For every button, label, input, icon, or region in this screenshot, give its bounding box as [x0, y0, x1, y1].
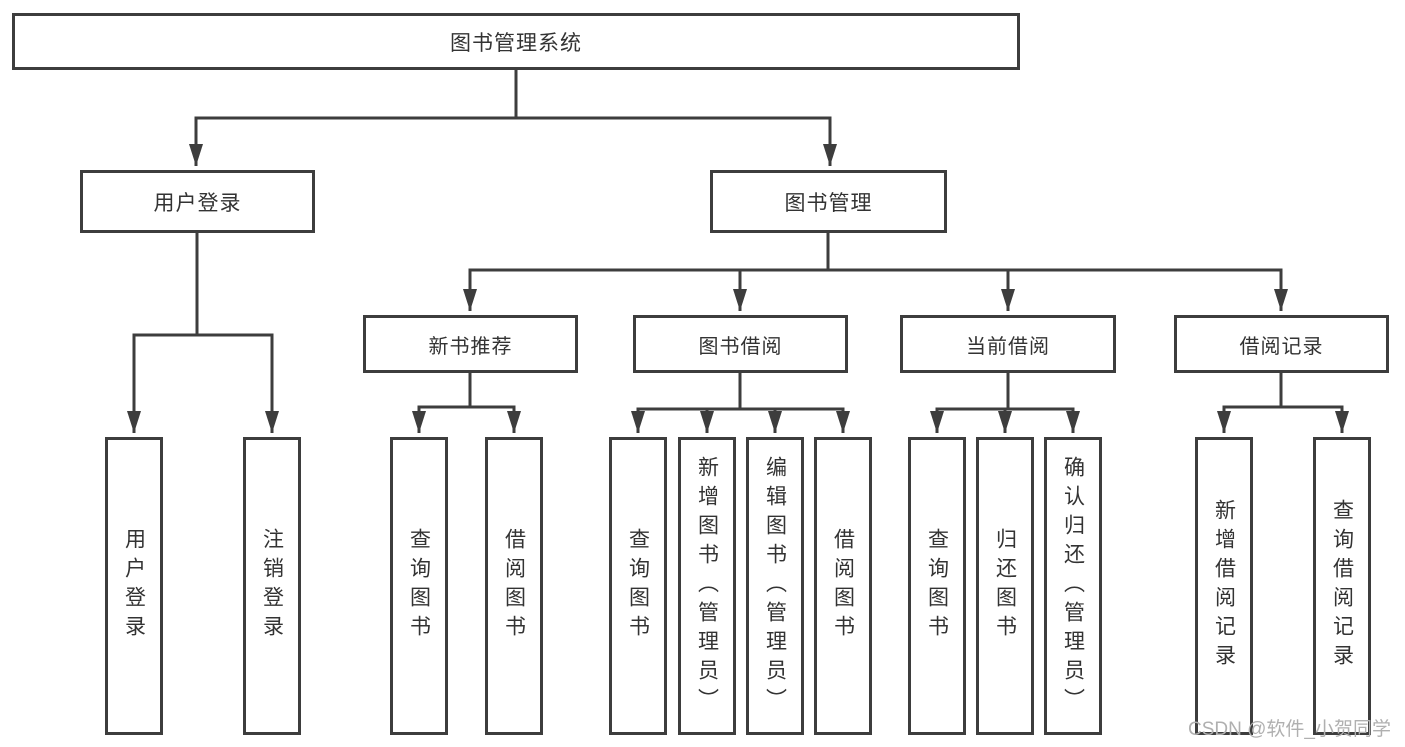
- node-user-login: 用户登录: [80, 170, 315, 233]
- node-leaf-borrow-book: 借阅图书: [814, 437, 872, 735]
- node-label: 图书管理: [784, 191, 873, 215]
- connector-root-to-level1: [189, 70, 837, 166]
- node-leaf-query-book-current: 查询图书: [908, 437, 966, 735]
- csdn-watermark: CSDN @软件_小贺同学: [1188, 719, 1391, 740]
- node-current-borrow: 当前借阅: [900, 315, 1116, 373]
- node-label: 借阅图书: [831, 528, 855, 644]
- node-new-book-recommend: 新书推荐: [363, 315, 578, 373]
- node-label: 编辑图书（管理员）: [763, 455, 787, 717]
- node-book-borrow: 图书借阅: [633, 315, 848, 373]
- node-leaf-query-book-recommend: 查询图书: [390, 437, 448, 735]
- node-label: 用户登录: [122, 528, 146, 644]
- connector-current-borrow-children: [930, 373, 1080, 433]
- node-label: 查询图书: [407, 528, 431, 644]
- connector-user-login-children: [127, 233, 279, 433]
- node-leaf-borrow-book-recommend: 借阅图书: [485, 437, 543, 735]
- node-root-library-system: 图书管理系统: [12, 13, 1020, 70]
- node-leaf-add-borrow-record: 新增借阅记录: [1195, 437, 1253, 735]
- node-label: 借阅图书: [502, 528, 526, 644]
- node-label: 图书管理系统: [450, 31, 582, 55]
- node-leaf-logout: 注销登录: [243, 437, 301, 735]
- node-leaf-user-login: 用户登录: [105, 437, 163, 735]
- connector-book-borrow-children: [631, 373, 850, 433]
- node-label: 新书推荐: [428, 335, 513, 358]
- node-label: 归还图书: [993, 528, 1017, 644]
- node-label: 新增借阅记录: [1212, 499, 1236, 673]
- node-label: 借阅记录: [1239, 335, 1324, 358]
- node-label: 新增图书（管理员）: [695, 455, 719, 717]
- node-book-management: 图书管理: [710, 170, 947, 233]
- node-label: 查询图书: [626, 528, 650, 644]
- node-leaf-query-book-borrow: 查询图书: [609, 437, 667, 735]
- node-label: 图书借阅: [698, 335, 783, 358]
- node-leaf-add-book-admin: 新增图书（管理员）: [678, 437, 736, 735]
- node-leaf-return-book: 归还图书: [976, 437, 1034, 735]
- node-label: 当前借阅: [966, 335, 1050, 358]
- node-label: 用户登录: [153, 191, 242, 215]
- node-borrow-record: 借阅记录: [1174, 315, 1389, 373]
- connector-new-book-children: [412, 373, 521, 433]
- node-label: 查询图书: [925, 528, 949, 644]
- node-label: 确认归还（管理员）: [1061, 455, 1085, 717]
- node-label: 注销登录: [260, 528, 284, 644]
- node-leaf-confirm-return-admin: 确认归还（管理员）: [1044, 437, 1102, 735]
- connector-book-mgmt-to-level2: [463, 233, 1288, 311]
- connector-borrow-record-children: [1217, 373, 1349, 433]
- node-label: 查询借阅记录: [1330, 499, 1354, 673]
- node-leaf-query-borrow-record: 查询借阅记录: [1313, 437, 1371, 735]
- node-leaf-edit-book-admin: 编辑图书（管理员）: [746, 437, 804, 735]
